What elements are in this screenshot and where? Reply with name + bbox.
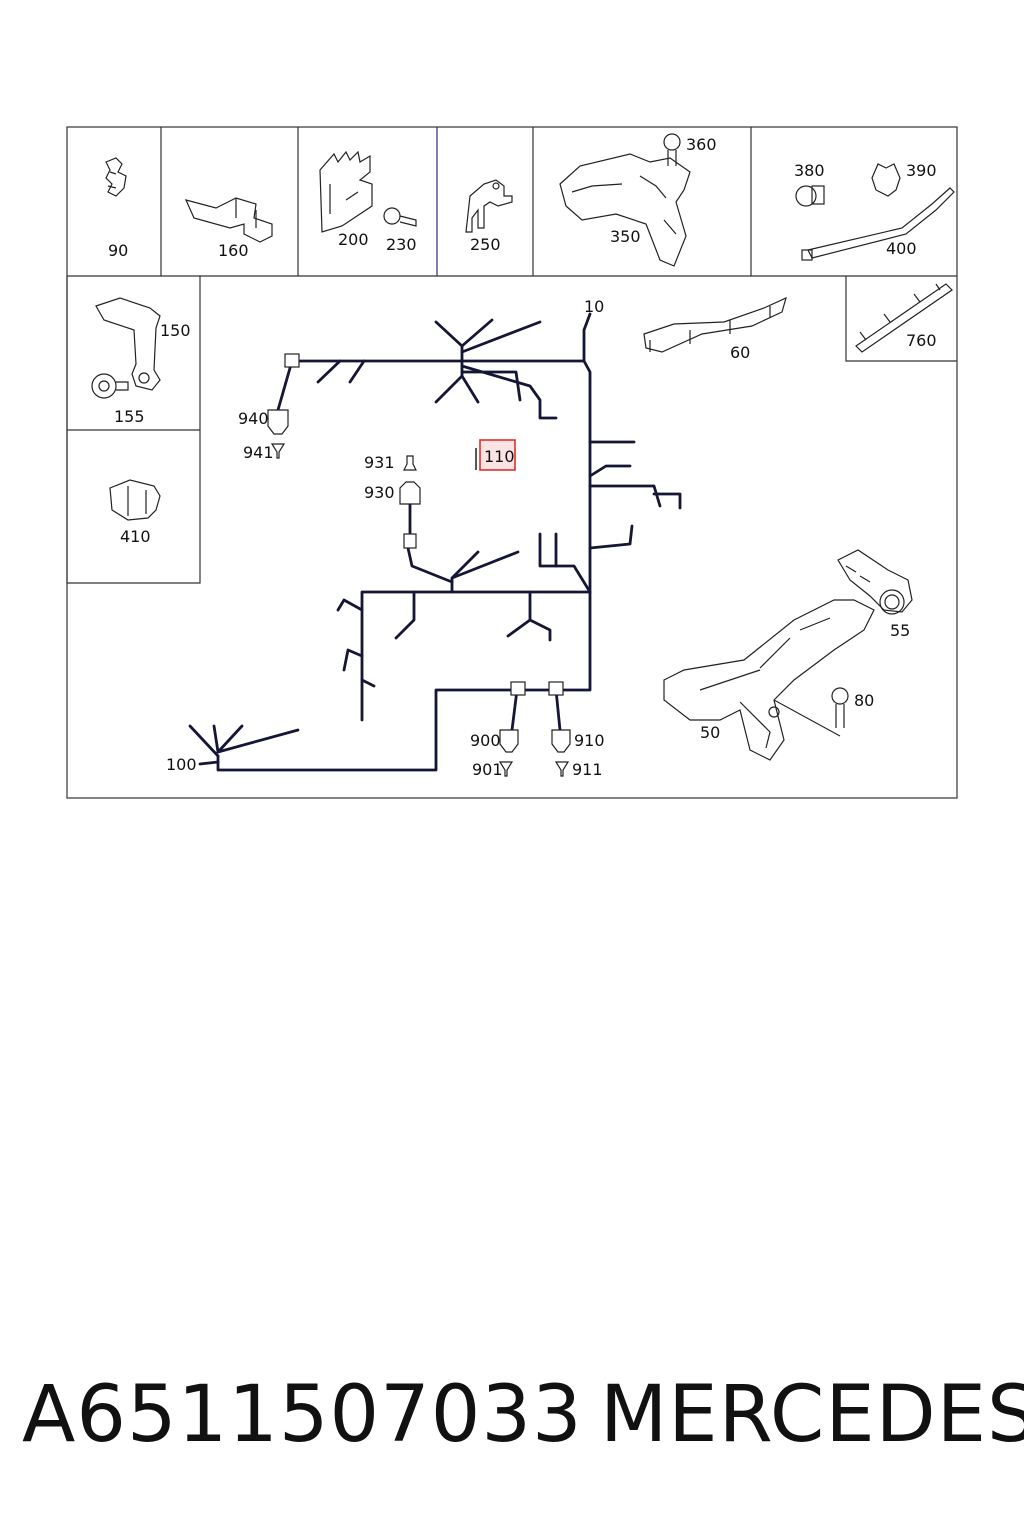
label-410: 410 bbox=[120, 527, 151, 546]
part-400-cable-tie[interactable]: 400 bbox=[801, 187, 955, 261]
label-50: 50 bbox=[700, 723, 720, 742]
part-155-bolt[interactable]: 155 bbox=[91, 373, 145, 426]
label-760: 760 bbox=[906, 331, 937, 350]
part-360-bolt[interactable]: 360 bbox=[663, 133, 717, 166]
part-90-clip[interactable]: 90 bbox=[105, 157, 128, 260]
wiring-harness-10[interactable] bbox=[188, 312, 682, 772]
part-200-bracket[interactable]: 200 bbox=[319, 150, 373, 249]
part-230-screw[interactable]: 230 bbox=[383, 207, 417, 254]
label-940: 940 bbox=[238, 409, 269, 428]
wiring-harness-diagram: 90 160 200 230 250 350 360 380 bbox=[66, 126, 958, 799]
label-941: 941 bbox=[243, 443, 274, 462]
label-250: 250 bbox=[470, 235, 501, 254]
part-410-grommet[interactable]: 410 bbox=[109, 479, 161, 546]
label-55: 55 bbox=[890, 621, 910, 640]
part-350-housing[interactable]: 350 bbox=[559, 153, 691, 267]
part-380-clip[interactable]: 380 bbox=[794, 161, 825, 207]
part-160-bracket[interactable]: 160 bbox=[184, 197, 273, 260]
part-110-highlighted[interactable]: 110 bbox=[475, 439, 516, 471]
label-80: 80 bbox=[854, 691, 874, 710]
label-911: 911 bbox=[572, 760, 603, 779]
part-55-housing[interactable]: 55 bbox=[837, 549, 913, 640]
highlight-box bbox=[479, 439, 516, 471]
part-901-seal[interactable]: 901 bbox=[472, 760, 514, 779]
part-150-bracket[interactable]: 150 bbox=[95, 297, 191, 391]
label-400: 400 bbox=[886, 239, 917, 258]
label-200: 200 bbox=[338, 230, 369, 249]
part-940-connector[interactable]: 940 bbox=[238, 409, 289, 435]
part-760-rail[interactable]: 760 bbox=[855, 283, 953, 353]
part-60-duct[interactable]: 60 bbox=[643, 296, 787, 362]
label-390: 390 bbox=[906, 161, 937, 180]
label-380: 380 bbox=[794, 161, 825, 180]
part-911-seal[interactable]: 911 bbox=[554, 760, 603, 779]
connector-blocks bbox=[284, 353, 564, 696]
part-930-connector[interactable]: 930 bbox=[364, 481, 421, 505]
label-60: 60 bbox=[730, 343, 750, 362]
label-350: 350 bbox=[610, 227, 641, 246]
part-910-connector[interactable]: 910 bbox=[551, 729, 605, 753]
part-390-clip[interactable]: 390 bbox=[871, 161, 937, 197]
label-900: 900 bbox=[470, 731, 501, 750]
diagram-frame bbox=[66, 126, 958, 799]
label-910: 910 bbox=[574, 731, 605, 750]
label-230: 230 bbox=[386, 235, 417, 254]
part-number: A6511507033 bbox=[22, 1370, 583, 1460]
label-110: 110 bbox=[484, 447, 515, 466]
label-360: 360 bbox=[686, 135, 717, 154]
part-900-connector[interactable]: 900 bbox=[470, 729, 519, 753]
label-931: 931 bbox=[364, 453, 395, 472]
label-10: 10 bbox=[584, 297, 604, 316]
label-155: 155 bbox=[114, 407, 145, 426]
caption: A6511507033 MERCEDES bbox=[0, 1370, 1024, 1480]
brand-name: MERCEDES bbox=[600, 1370, 1024, 1460]
part-941-seal[interactable]: 941 bbox=[243, 443, 286, 462]
label-100: 100 bbox=[166, 755, 197, 774]
part-250-bracket[interactable]: 250 bbox=[465, 179, 513, 254]
label-160: 160 bbox=[218, 241, 249, 260]
label-901: 901 bbox=[472, 760, 503, 779]
label-930: 930 bbox=[364, 483, 395, 502]
part-50-bracket[interactable]: 50 bbox=[663, 599, 875, 761]
label-90: 90 bbox=[108, 241, 128, 260]
part-80-bolt[interactable]: 80 bbox=[773, 687, 874, 737]
part-931-seal[interactable]: 931 bbox=[364, 453, 417, 472]
label-150: 150 bbox=[160, 321, 191, 340]
